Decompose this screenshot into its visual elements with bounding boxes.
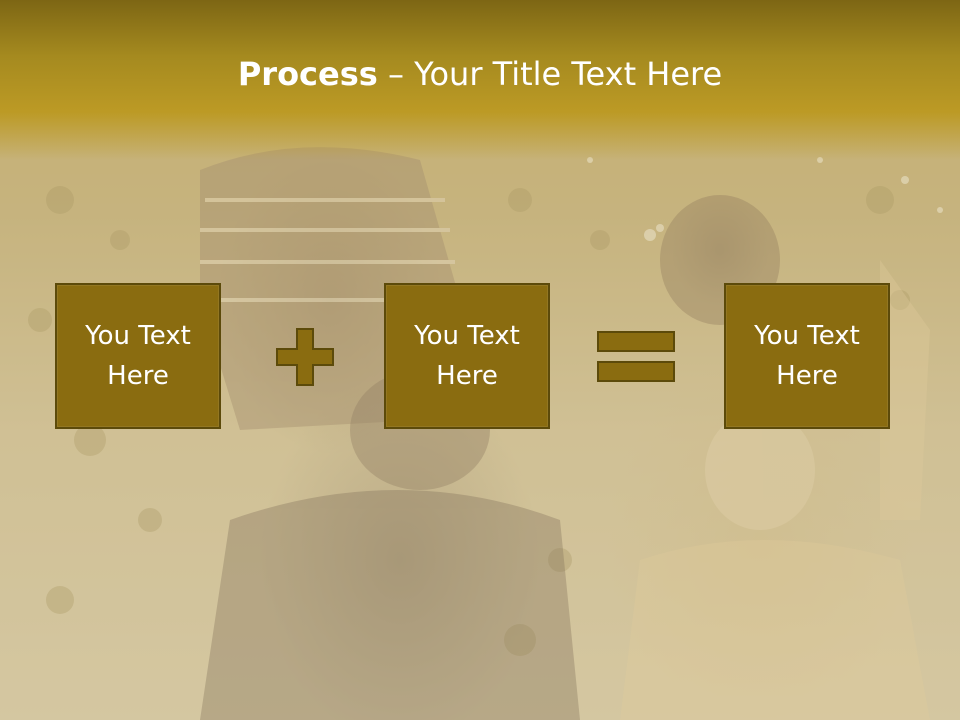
- equals-icon: [597, 331, 675, 382]
- title-rest: – Your Title Text Here: [377, 55, 723, 93]
- process-box-2[interactable]: You Text Here: [384, 283, 550, 429]
- title-bold: Process: [237, 55, 378, 93]
- process-box-1[interactable]: You Text Here: [55, 283, 221, 429]
- slide-title: Process – Your Title Text Here: [0, 52, 960, 96]
- process-box-2-text: You Text Here: [414, 321, 520, 391]
- plus-icon: [276, 328, 334, 386]
- process-box-1-text: You Text Here: [85, 321, 191, 391]
- process-box-3[interactable]: You Text Here: [724, 283, 890, 429]
- header-band: [0, 0, 960, 160]
- process-box-3-text: You Text Here: [754, 321, 860, 391]
